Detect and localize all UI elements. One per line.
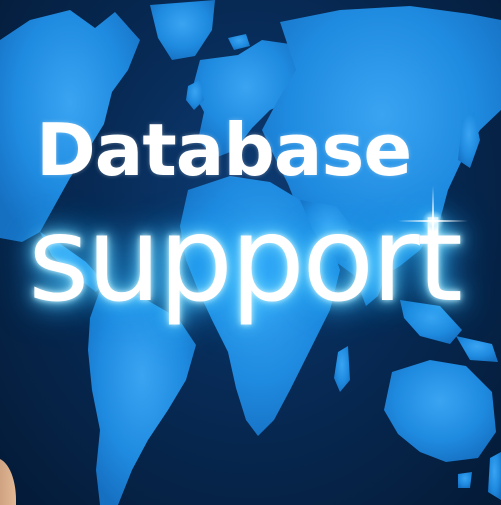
island-new-guinea bbox=[456, 336, 498, 362]
headline-database: Database bbox=[36, 108, 412, 192]
continent-greenland bbox=[150, 0, 215, 60]
island-new-zealand bbox=[488, 452, 501, 500]
island-madagascar bbox=[334, 346, 350, 392]
sparkle-rays bbox=[398, 186, 468, 256]
headline-support: support bbox=[28, 190, 463, 328]
islands-southeast-asia bbox=[400, 300, 462, 344]
island-iceland bbox=[228, 34, 250, 50]
region-india bbox=[348, 230, 392, 306]
continent-europe bbox=[192, 40, 300, 158]
continent-australia bbox=[384, 360, 496, 462]
continent-africa bbox=[180, 176, 340, 436]
island-tasmania bbox=[458, 472, 472, 488]
continent-north-america bbox=[0, 10, 140, 242]
region-arabia bbox=[300, 200, 356, 262]
island-japan bbox=[458, 112, 480, 168]
continent-central-america bbox=[40, 232, 104, 292]
island-britain bbox=[186, 80, 204, 110]
continent-south-america bbox=[88, 290, 196, 505]
